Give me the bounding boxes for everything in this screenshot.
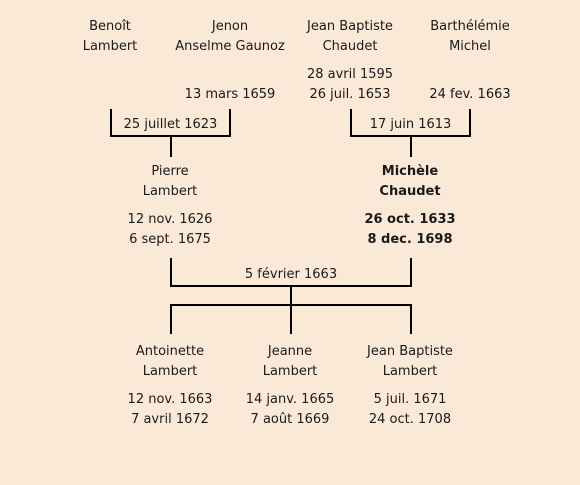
mother-birth-date: 26 oct. 1633 — [364, 212, 456, 227]
grandfather-maternal-first-name: Jean Baptiste — [307, 19, 393, 34]
grandfather-paternal-first-name: Benoît — [89, 19, 131, 34]
father-last-name: Lambert — [142, 184, 198, 199]
child-2-last-name: Lambert — [262, 364, 318, 379]
grandfather-maternal-death-date: 26 juil. 1653 — [309, 87, 391, 102]
child-1-drop — [170, 304, 172, 334]
mother-death-date: 8 dec. 1698 — [367, 232, 453, 247]
paternal-grandparents-marriage-date: 25 juillet 1623 — [123, 117, 218, 132]
parents-bracket-left — [170, 258, 172, 287]
child-2-birth-date: 14 janv. 1665 — [245, 392, 335, 407]
paternal-bracket-left — [110, 109, 112, 136]
grandmother-maternal-last-name: Michel — [449, 39, 491, 54]
mother-first-name: Michèle — [381, 164, 439, 179]
child-1-death-date: 7 avril 1672 — [131, 412, 209, 427]
child-3-birth-date: 5 juil. 1671 — [373, 392, 447, 407]
maternal-grandparents-marriage-date: 17 juin 1613 — [369, 117, 452, 132]
maternal-bracket-right — [469, 109, 471, 136]
parents-bracket-right — [410, 258, 412, 287]
grandmother-maternal-death-date: 24 fev. 1663 — [429, 87, 511, 102]
parents-marriage-date: 5 février 1663 — [244, 267, 338, 282]
child-2-drop — [290, 304, 292, 334]
grandfather-paternal-last-name: Lambert — [82, 39, 138, 54]
grandmother-maternal-first-name: Barthélémie — [430, 19, 510, 34]
grandmother-paternal-last-name: Anselme Gaunoz — [175, 39, 285, 54]
child-1-first-name: Antoinette — [135, 344, 205, 359]
child-3-first-name: Jean Baptiste — [367, 344, 453, 359]
father-death-date: 6 sept. 1675 — [129, 232, 211, 247]
child-3-death-date: 24 oct. 1708 — [368, 412, 452, 427]
child-2-first-name: Jeanne — [267, 344, 313, 359]
grandfather-maternal-birth-date: 28 avril 1595 — [306, 67, 394, 82]
paternal-descent-line — [170, 135, 172, 157]
mother-last-name: Chaudet — [379, 184, 441, 199]
child-3-drop — [410, 304, 412, 334]
child-1-birth-date: 12 nov. 1663 — [127, 392, 213, 407]
child-3-last-name: Lambert — [382, 364, 438, 379]
maternal-bracket-left — [350, 109, 352, 136]
grandfather-maternal-last-name: Chaudet — [322, 39, 378, 54]
grandmother-paternal-first-name: Jenon — [211, 19, 249, 34]
grandmother-paternal-death-date: 13 mars 1659 — [184, 87, 276, 102]
child-2-death-date: 7 août 1669 — [250, 412, 330, 427]
father-first-name: Pierre — [151, 164, 189, 179]
father-birth-date: 12 nov. 1626 — [127, 212, 213, 227]
paternal-bracket-right — [229, 109, 231, 136]
children-stem — [290, 285, 292, 305]
maternal-descent-line — [410, 135, 412, 157]
child-1-last-name: Lambert — [142, 364, 198, 379]
